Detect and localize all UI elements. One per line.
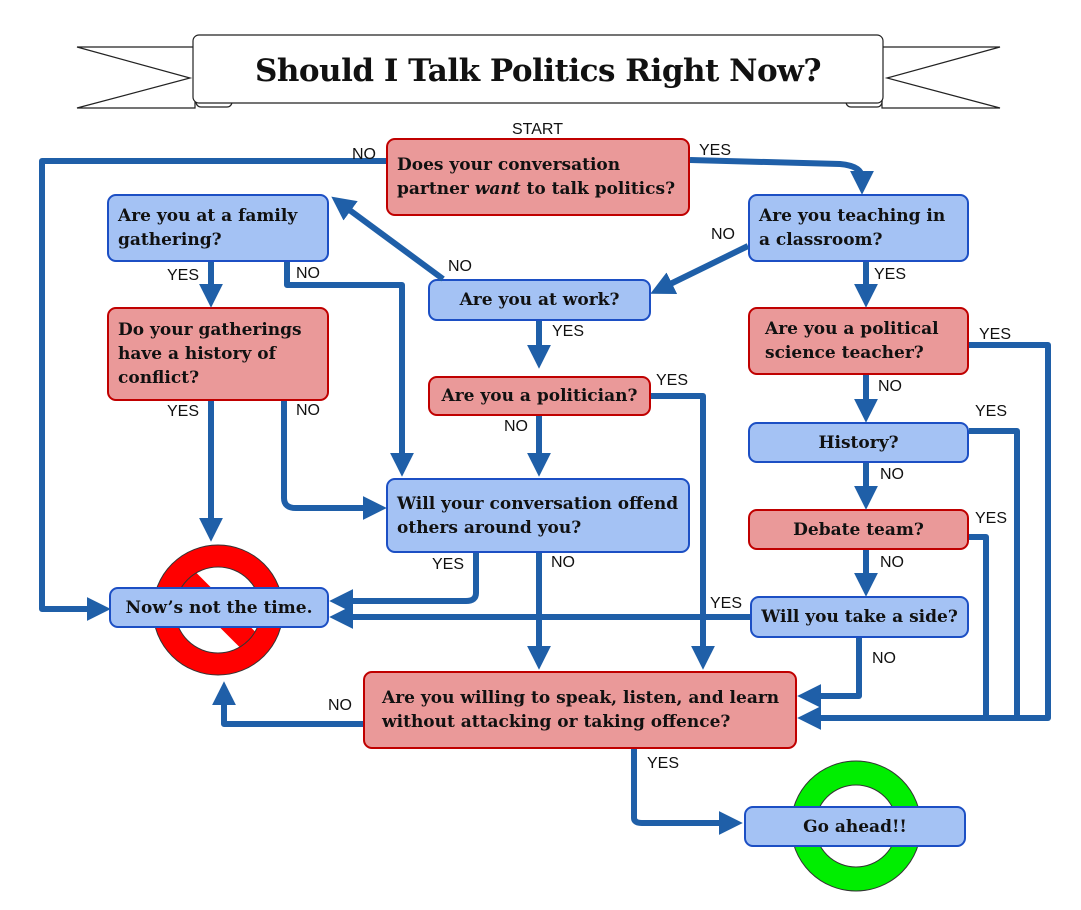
edge-label: YES bbox=[710, 595, 743, 612]
node-label: Do your gatherings have a history of con… bbox=[118, 320, 302, 388]
node-not-the-time[interactable]: Now’s not the time. bbox=[109, 587, 329, 628]
edge-label: YES bbox=[432, 556, 465, 573]
edge-label: NO bbox=[504, 418, 528, 435]
edge-label: NO bbox=[872, 650, 896, 667]
edge-label: NO bbox=[352, 146, 376, 163]
node-politician[interactable]: Are you a politician? bbox=[428, 376, 651, 416]
node-label: Go ahead!! bbox=[803, 816, 907, 837]
node-go-ahead[interactable]: Go ahead!! bbox=[744, 806, 966, 847]
edge-label: YES bbox=[699, 142, 732, 159]
edge-label: YES bbox=[874, 266, 907, 283]
edge-label: YES bbox=[167, 403, 200, 420]
node-take-side[interactable]: Will you take a side? bbox=[750, 596, 969, 638]
edge-label: NO bbox=[880, 466, 904, 483]
node-partner-wants[interactable]: Does your conversation partner want to t… bbox=[386, 138, 690, 216]
edge-label: YES bbox=[656, 372, 689, 389]
node-label: Are you teaching in a classroom? bbox=[759, 206, 946, 250]
start-label: START bbox=[512, 121, 563, 138]
node-label: Are you a politician? bbox=[441, 386, 638, 406]
edge-label: NO bbox=[328, 697, 352, 714]
edge-label: YES bbox=[975, 403, 1008, 420]
node-label: Are you at a family gathering? bbox=[118, 206, 298, 250]
edge-label: NO bbox=[296, 402, 320, 419]
edge-label: NO bbox=[296, 265, 320, 282]
node-debate-team[interactable]: Debate team? bbox=[748, 509, 969, 550]
node-label: Does your conversation partner want to t… bbox=[397, 155, 676, 199]
node-label: Will you take a side? bbox=[761, 607, 958, 627]
edge-label: YES bbox=[647, 755, 680, 772]
node-label: Are you at work? bbox=[459, 290, 620, 310]
edge-label: YES bbox=[167, 267, 200, 284]
node-label: Are you a political science teacher? bbox=[765, 319, 939, 363]
node-label: Now’s not the time. bbox=[125, 597, 313, 618]
edge-label: YES bbox=[975, 510, 1008, 527]
edge-label: YES bbox=[979, 326, 1012, 343]
edge-label: NO bbox=[878, 378, 902, 395]
node-willing-to-listen[interactable]: Are you willing to speak, listen, and le… bbox=[363, 671, 797, 749]
node-offend-others[interactable]: Will your conversation offend others aro… bbox=[386, 478, 690, 553]
node-gatherings-conflict[interactable]: Do your gatherings have a history of con… bbox=[107, 307, 329, 401]
edge-label: NO bbox=[711, 226, 735, 243]
edge-label: NO bbox=[551, 554, 575, 571]
node-label: Debate team? bbox=[793, 519, 924, 540]
node-history[interactable]: History? bbox=[748, 422, 969, 463]
node-at-work[interactable]: Are you at work? bbox=[428, 279, 651, 321]
node-label: Will your conversation offend others aro… bbox=[397, 493, 679, 538]
edge-label: YES bbox=[552, 323, 585, 340]
node-label: History? bbox=[818, 432, 899, 453]
node-polsci-teacher[interactable]: Are you a political science teacher? bbox=[748, 307, 969, 375]
title-banner bbox=[76, 34, 1001, 109]
edge-label: NO bbox=[880, 554, 904, 571]
node-teaching-classroom[interactable]: Are you teaching in a classroom? bbox=[748, 194, 969, 262]
node-label: Are you willing to speak, listen, and le… bbox=[382, 688, 780, 732]
node-family-gathering[interactable]: Are you at a family gathering? bbox=[107, 194, 329, 262]
page-title: Should I Talk Politics Right Now? bbox=[254, 53, 822, 89]
edge-label: NO bbox=[448, 258, 472, 275]
